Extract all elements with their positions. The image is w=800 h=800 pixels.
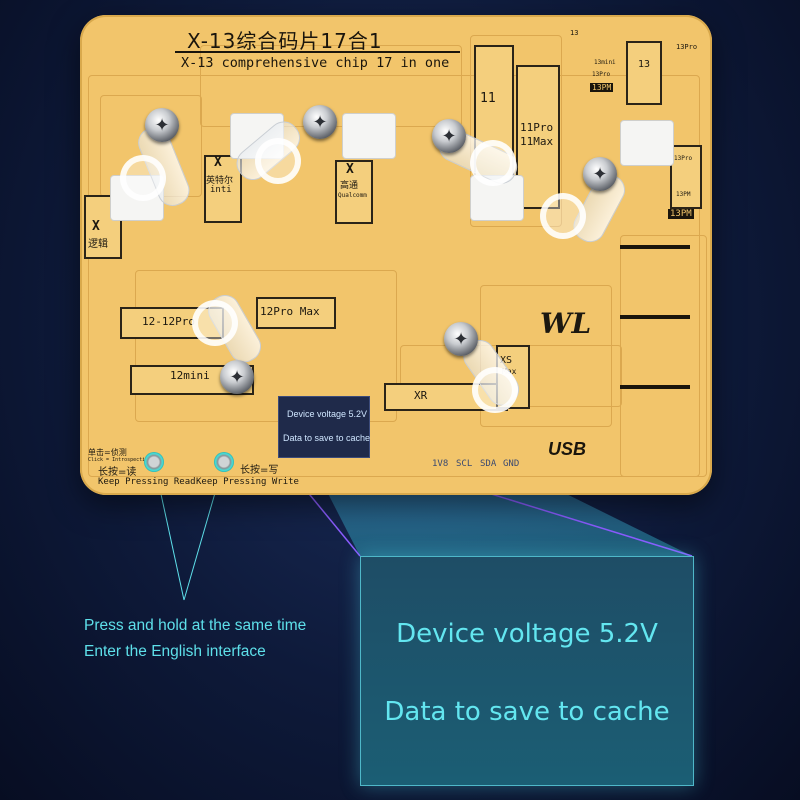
label-11pro: 11Pro [520, 121, 554, 134]
label-12-12pro: 12-12Pro [142, 315, 195, 328]
clamp-screw[interactable] [432, 119, 466, 153]
zoom-cache-text: Data to save to cache [384, 697, 670, 727]
label-xr: XR [414, 389, 428, 402]
clamp-ring [255, 138, 301, 184]
instruction-line-2: Enter the English interface [84, 643, 266, 660]
board-title: X-13综合码片17合1 X-13 comprehensive chip 17 … [175, 23, 460, 81]
label-13pro-a: 13Pro [592, 71, 611, 78]
slot-bar [620, 245, 690, 249]
label-13pm-c: 13PM [668, 209, 694, 219]
label-click-detect-en: Click = Introspection [88, 457, 152, 463]
slot-x-logic [84, 195, 122, 259]
pin-label-sda: SDA [480, 459, 497, 469]
chip-clip [620, 120, 674, 166]
zoom-voltage-text: Device voltage 5.2V [396, 619, 658, 649]
label-x-intel-cn: 英特尔 [206, 176, 234, 186]
slot-13 [626, 41, 662, 105]
usb-label: USB [548, 439, 587, 459]
clamp-ring [192, 300, 238, 346]
label-hold-write-en: Keep Pressing Write [196, 477, 299, 487]
label-x-qualcomm-en: Qualcomm [338, 192, 367, 199]
clamp-ring [470, 140, 516, 186]
label-13: 13 [638, 59, 651, 70]
slot-bar [620, 315, 690, 319]
title-chinese: X-13综合码片17合1 [187, 29, 383, 53]
label-x-qualcomm-cn: 高通 [340, 181, 359, 191]
label-13mini: 13mini [594, 59, 616, 66]
device-screen: Device voltage 5.2V Data to save to cach… [278, 396, 370, 458]
label-x-qualcomm: X [346, 162, 354, 177]
clamp-screw[interactable] [303, 105, 337, 139]
clamp-ring [540, 193, 586, 239]
instruction-line-1: Press and hold at the same time [84, 617, 307, 634]
label-13pm-b: 13PM [676, 191, 691, 198]
pin-label-gnd: GND [503, 459, 520, 469]
label-13pm-a: 13PM [590, 83, 614, 92]
label-13-top: 13 [570, 29, 579, 37]
label-x-intel: X [214, 155, 222, 170]
title-english: X-13 comprehensive chip 17 in one [181, 55, 450, 71]
slot-x-qualcomm [335, 160, 373, 224]
slot-12promax [256, 297, 336, 329]
label-12mini: 12mini [170, 369, 210, 382]
label-11: 11 [480, 91, 496, 106]
label-xs: XS [500, 355, 513, 366]
write-button[interactable] [214, 452, 234, 472]
label-11max: 11Max [520, 135, 554, 148]
label-13pro-top: 13Pro [676, 43, 698, 51]
slot-bar [620, 385, 690, 389]
label-click-detect-cn: 单击=侦测 [88, 448, 127, 457]
screen-voltage-text: Device voltage 5.2V [287, 409, 368, 419]
label-12promax: 12Pro Max [260, 305, 320, 318]
label-x-logic: X [92, 219, 100, 234]
clamp-screw[interactable] [444, 322, 478, 356]
chip-programmer-board: X-13综合码片17合1 X-13 comprehensive chip 17 … [80, 15, 712, 495]
label-hold-write-cn: 长按=写 [240, 465, 279, 476]
clamp-ring [472, 367, 518, 413]
clamp-screw[interactable] [145, 108, 179, 142]
zoomed-screen-callout: Device voltage 5.2V Data to save to cach… [360, 556, 694, 786]
pin-label-1v8: 1V8 [432, 459, 449, 469]
screen-cache-text: Data to save to cache [283, 433, 371, 443]
label-x-logic-cn: 逻辑 [88, 239, 108, 250]
read-button[interactable] [144, 452, 164, 472]
label-x-intel-en: inti [210, 185, 232, 195]
clamp-ring [120, 155, 166, 201]
wl-logo: WL [540, 307, 592, 340]
label-hold-read-cn: 长按=读 [98, 467, 137, 478]
label-13pro-b: 13Pro [674, 155, 693, 162]
clamp-screw[interactable] [583, 157, 617, 191]
slot-13pro [670, 145, 702, 209]
pin-label-scl: SCL [456, 459, 473, 469]
chip-clip [342, 113, 396, 159]
clamp-screw[interactable] [220, 360, 254, 394]
label-hold-read-en: Keep Pressing Read [98, 477, 196, 487]
